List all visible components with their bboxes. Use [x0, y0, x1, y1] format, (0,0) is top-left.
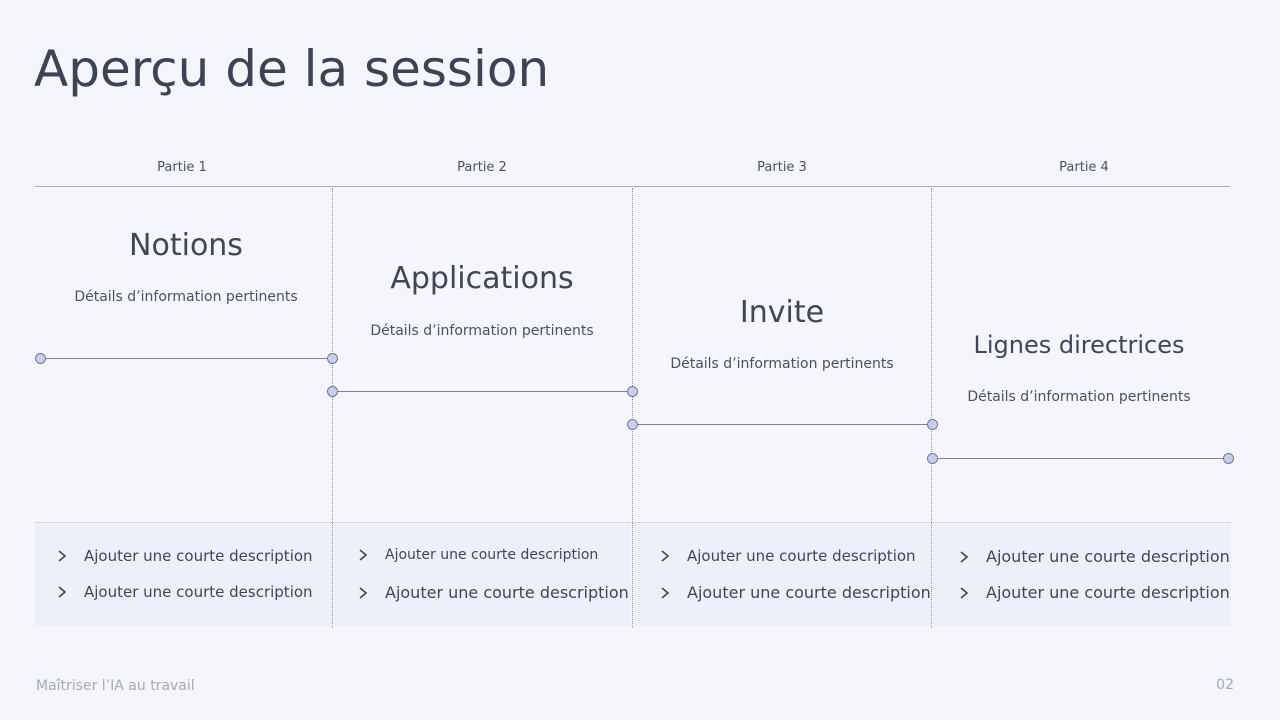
chevron-right-icon — [657, 585, 673, 601]
description-panel-1 — [35, 524, 332, 626]
chevron-right-icon — [54, 548, 70, 564]
description-text: Ajouter une courte description — [986, 547, 1230, 566]
description-panel-4 — [933, 524, 1231, 626]
timeline-segment-2 — [332, 391, 632, 392]
timeline-segment-3 — [632, 424, 932, 425]
description-item-1-2: Ajouter une courte description — [54, 583, 313, 601]
chevron-right-icon — [657, 548, 673, 564]
description-panel-2 — [334, 524, 631, 626]
chevron-right-icon — [956, 549, 972, 565]
timeline-node-icon — [627, 419, 638, 430]
footer-title: Maîtriser l’IA au travail — [36, 678, 195, 694]
description-panel-3 — [634, 524, 931, 626]
timeline-node-icon — [627, 386, 638, 397]
description-item-4-2: Ajouter une courte description — [956, 583, 1230, 602]
column-divider-1 — [332, 188, 333, 628]
description-item-4-1: Ajouter une courte description — [956, 547, 1230, 566]
column-divider-3 — [931, 188, 932, 628]
description-text: Ajouter une courte description — [986, 583, 1230, 602]
chevron-right-icon — [355, 585, 371, 601]
timeline-node-icon — [927, 419, 938, 430]
header-divider — [35, 186, 1230, 187]
description-text: Ajouter une courte description — [687, 547, 916, 565]
description-text: Ajouter une courte description — [687, 583, 931, 602]
part-heading-2: Applications — [390, 261, 574, 296]
part-heading-3: Invite — [739, 295, 825, 330]
column-divider-2 — [632, 188, 633, 628]
slide-title: Aperçu de la session — [34, 40, 550, 98]
timeline-node-icon — [327, 353, 338, 364]
timeline-segment-1 — [40, 358, 332, 359]
part-heading-1: Notions — [129, 228, 243, 263]
chevron-right-icon — [54, 584, 70, 600]
part-detail-4: Détails d’information pertinents — [967, 389, 1191, 405]
description-text: Ajouter une courte description — [385, 547, 599, 563]
chevron-right-icon — [355, 547, 371, 563]
timeline-node-icon — [327, 386, 338, 397]
description-text: Ajouter une courte description — [84, 583, 313, 601]
description-item-2-1: Ajouter une courte description — [355, 547, 598, 563]
description-item-3-2: Ajouter une courte description — [657, 583, 931, 602]
description-item-2-2: Ajouter une courte description — [355, 583, 629, 602]
description-text: Ajouter une courte description — [84, 547, 313, 565]
description-item-1-1: Ajouter une courte description — [54, 547, 313, 565]
panel-divider — [35, 522, 1232, 523]
description-text: Ajouter une courte description — [385, 583, 629, 602]
part-label-2: Partie 2 — [457, 160, 507, 175]
description-item-3-1: Ajouter une courte description — [657, 547, 916, 565]
timeline-node-icon — [927, 453, 938, 464]
part-detail-2: Détails d’information pertinents — [370, 323, 594, 339]
timeline-segment-4 — [932, 458, 1228, 459]
part-label-3: Partie 3 — [757, 160, 807, 175]
page-number: 02 — [1216, 677, 1234, 693]
part-heading-4: Lignes directrices — [973, 331, 1185, 359]
part-label-1: Partie 1 — [157, 160, 207, 175]
timeline-node-icon — [35, 353, 46, 364]
part-detail-3: Détails d’information pertinents — [670, 356, 894, 372]
timeline-node-icon — [1223, 453, 1234, 464]
chevron-right-icon — [956, 585, 972, 601]
part-label-4: Partie 4 — [1059, 160, 1109, 175]
part-detail-1: Détails d’information pertinents — [74, 289, 298, 305]
